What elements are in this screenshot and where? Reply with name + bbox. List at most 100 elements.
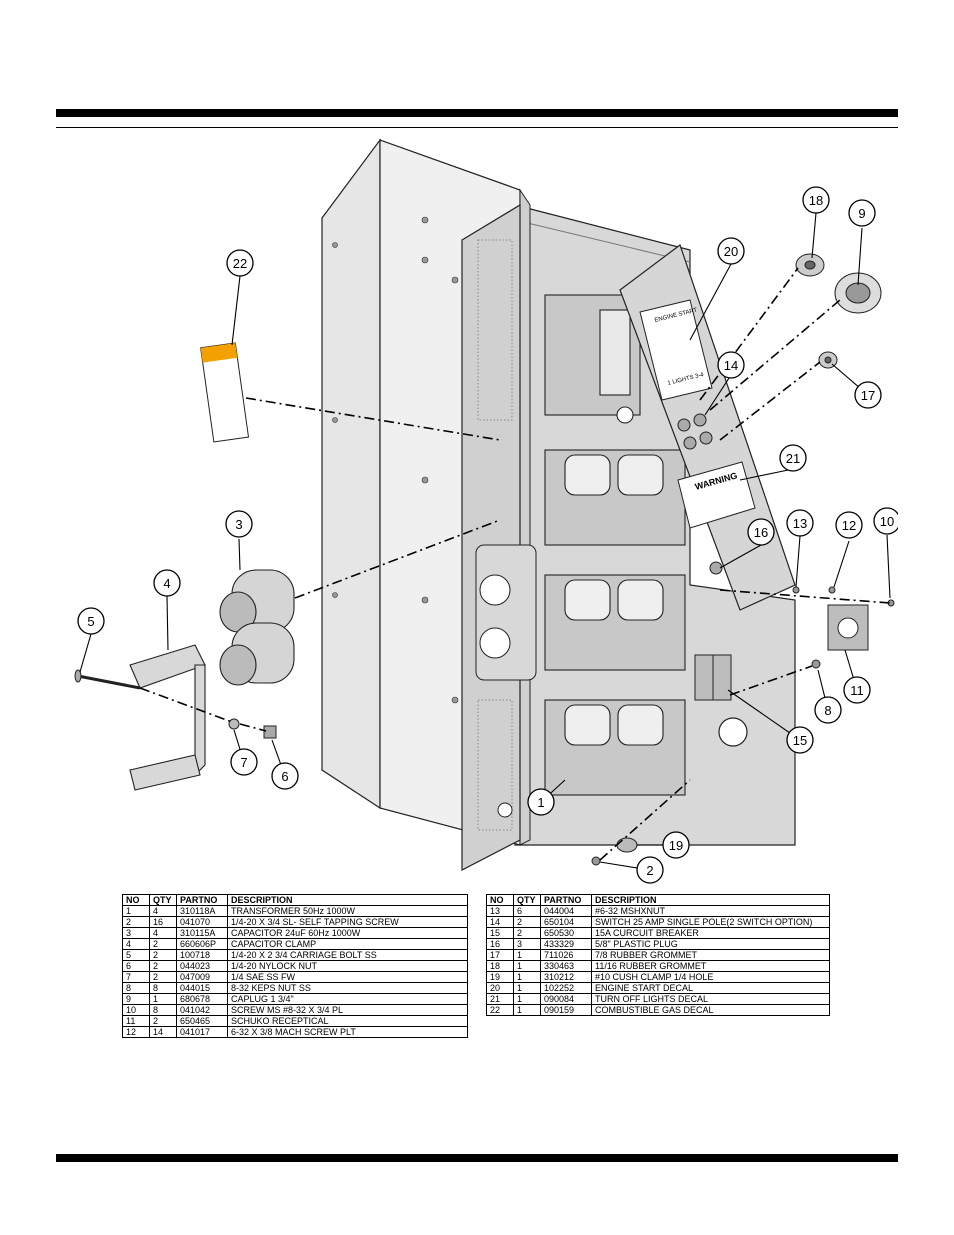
svg-text:12: 12 [842, 518, 856, 533]
cell-partno: 310118A [176, 905, 228, 917]
exploded-parts-diagram: ENGINE START 1 LIGHTS 3-4 WARNING [74, 138, 898, 884]
cell-partno: 650104 [540, 916, 592, 928]
capacitor-upper [219, 569, 295, 633]
frame-flange [519, 188, 531, 846]
table-header-row: NO QTY PARTNO DESCRIPTION [122, 894, 468, 906]
table-header-row: NO QTY PARTNO DESCRIPTION [486, 894, 830, 906]
cush-clamp [616, 837, 638, 853]
cell-no: 18 [486, 960, 514, 972]
callout-4 [153, 569, 181, 597]
cell-description: 1/4-20 NYLOCK NUT [227, 960, 468, 972]
callout-15 [786, 726, 814, 754]
engine-start-decal: ENGINE START 1 LIGHTS 3-4 [639, 299, 713, 401]
cell-description: CAPLUG 1 3/4" [227, 993, 468, 1005]
svg-text:6: 6 [281, 769, 288, 784]
switch-cluster [677, 413, 713, 450]
svg-text:14: 14 [724, 358, 738, 373]
svg-text:15: 15 [793, 733, 807, 748]
cell-description: 8-32 KEPS NUT SS [227, 982, 468, 994]
cell-partno: 041042 [176, 1004, 228, 1016]
col-description: DESCRIPTION [227, 894, 468, 906]
left-channel-frame [321, 138, 381, 810]
cell-qty: 16 [149, 916, 177, 928]
hex-nut-13 [792, 586, 800, 594]
svg-text:10: 10 [880, 514, 894, 529]
cell-description: TRANSFORMER 50Hz 1000W [227, 905, 468, 917]
cell-no: 22 [486, 1004, 514, 1016]
cell-qty: 4 [149, 905, 177, 917]
cell-no: 2 [122, 916, 150, 928]
col-qty: QTY [513, 894, 541, 906]
keps-nut-8 [811, 659, 821, 669]
cell-description: 7/8 RUBBER GROMMET [591, 949, 830, 961]
cell-no: 8 [122, 982, 150, 994]
callout-2 [636, 856, 664, 884]
col-no: NO [122, 894, 150, 906]
callout-10 [873, 507, 898, 535]
cell-description: COMBUSTIBLE GAS DECAL [591, 1004, 830, 1016]
cell-partno: 660606P [176, 938, 228, 950]
transformer-2 [544, 449, 686, 546]
cell-qty: 2 [149, 949, 177, 961]
cell-partno: 041017 [176, 1026, 228, 1038]
callout-22 [226, 249, 254, 277]
capacitor-lower [219, 622, 295, 686]
cell-partno: 330463 [540, 960, 592, 972]
callout-5 [77, 607, 105, 635]
svg-text:9: 9 [858, 206, 865, 221]
cell-no: 20 [486, 982, 514, 994]
transformer-1 [544, 699, 686, 796]
cell-partno: 100718 [176, 949, 228, 961]
cell-partno: 044004 [540, 905, 592, 917]
svg-text:17: 17 [861, 388, 875, 403]
cell-qty: 2 [149, 971, 177, 983]
cell-qty: 2 [513, 916, 541, 928]
nylock-nut [263, 725, 277, 739]
cell-qty: 1 [513, 971, 541, 983]
callout-13 [786, 509, 814, 537]
callout-8 [814, 696, 842, 724]
cell-description: 5/8" PLASTIC PLUG [591, 938, 830, 950]
svg-text:21: 21 [786, 451, 800, 466]
circuit-breakers [694, 654, 732, 701]
svg-text:7: 7 [240, 755, 247, 770]
callout-circles [77, 186, 898, 884]
cell-no: 21 [486, 993, 514, 1005]
svg-text:16: 16 [754, 525, 768, 540]
cell-partno: 650465 [176, 1015, 228, 1027]
callout-19 [662, 831, 690, 859]
cell-qty: 8 [149, 1004, 177, 1016]
cell-description: 15A CURCUIT BREAKER [591, 927, 830, 939]
callout-16 [747, 518, 775, 546]
cell-partno: 090159 [540, 1004, 592, 1016]
svg-text:11: 11 [850, 683, 864, 698]
svg-text:1: 1 [537, 795, 544, 810]
callout-7 [230, 748, 258, 776]
cell-no: 1 [122, 905, 150, 917]
cell-qty: 2 [149, 1015, 177, 1027]
col-partno: PARTNO [176, 894, 228, 906]
col-qty: QTY [149, 894, 177, 906]
header-rule-thin [56, 127, 898, 128]
svg-text:20: 20 [724, 244, 738, 259]
cell-qty: 8 [149, 982, 177, 994]
svg-text:5: 5 [87, 614, 94, 629]
cell-qty: 2 [149, 938, 177, 950]
callout-12 [835, 511, 863, 539]
capacitor-clamp [129, 644, 206, 791]
svg-text:2: 2 [646, 863, 653, 878]
cell-partno: 310115A [176, 927, 228, 939]
callout-6 [271, 762, 299, 790]
front-perforated-panel [461, 203, 521, 871]
plastic-plug [709, 561, 723, 575]
